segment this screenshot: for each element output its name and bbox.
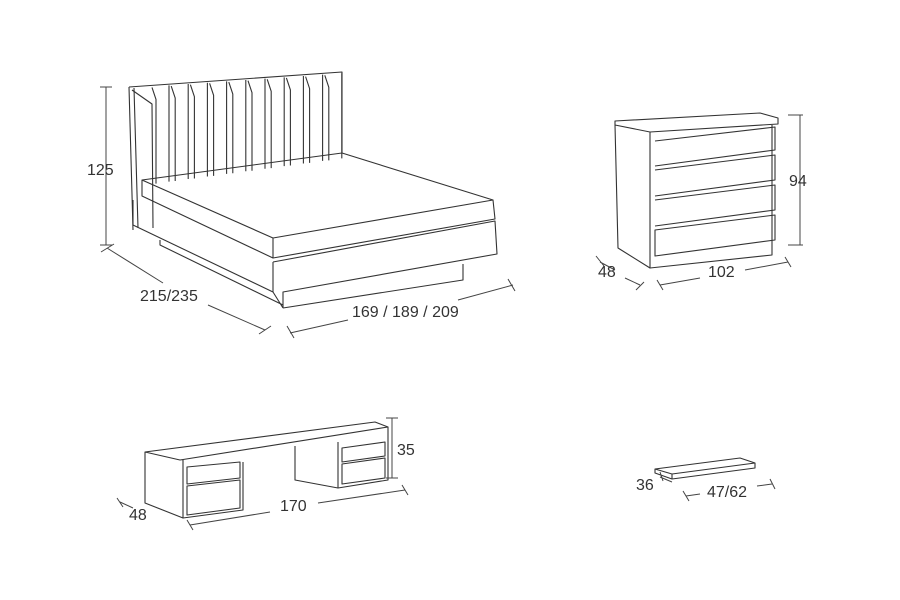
headboard-panel (151, 85, 170, 184)
headboard-panel (324, 73, 343, 161)
headboard-panel (266, 77, 285, 169)
bed-length-label: 215/235 (140, 288, 198, 305)
shelf-drawing (654, 457, 776, 502)
bench-depth-label: 48 (129, 507, 147, 524)
headboard-panel (285, 75, 304, 166)
bed-height-label: 125 (87, 162, 114, 179)
headboard-panel (209, 81, 228, 176)
bench-height-label: 35 (397, 442, 415, 459)
dresser-width-label: 102 (708, 264, 735, 281)
bed-drawing (100, 71, 516, 339)
headboard-panel (189, 82, 208, 179)
bench-drawing (116, 417, 409, 531)
dresser-height-label: 94 (789, 173, 807, 190)
headboard-panel (305, 74, 324, 163)
shelf-width-label: 47/62 (707, 484, 748, 501)
headboard-panel (247, 78, 266, 171)
shelf-depth-label: 36 (636, 477, 654, 494)
dresser-drawing (595, 112, 803, 291)
headboard-panel (170, 84, 189, 182)
bed-width-label: 169 / 189 / 209 (352, 304, 459, 321)
dresser-depth-label: 48 (598, 264, 616, 281)
headboard-panel (228, 80, 247, 174)
bench-width-label: 170 (280, 498, 307, 515)
